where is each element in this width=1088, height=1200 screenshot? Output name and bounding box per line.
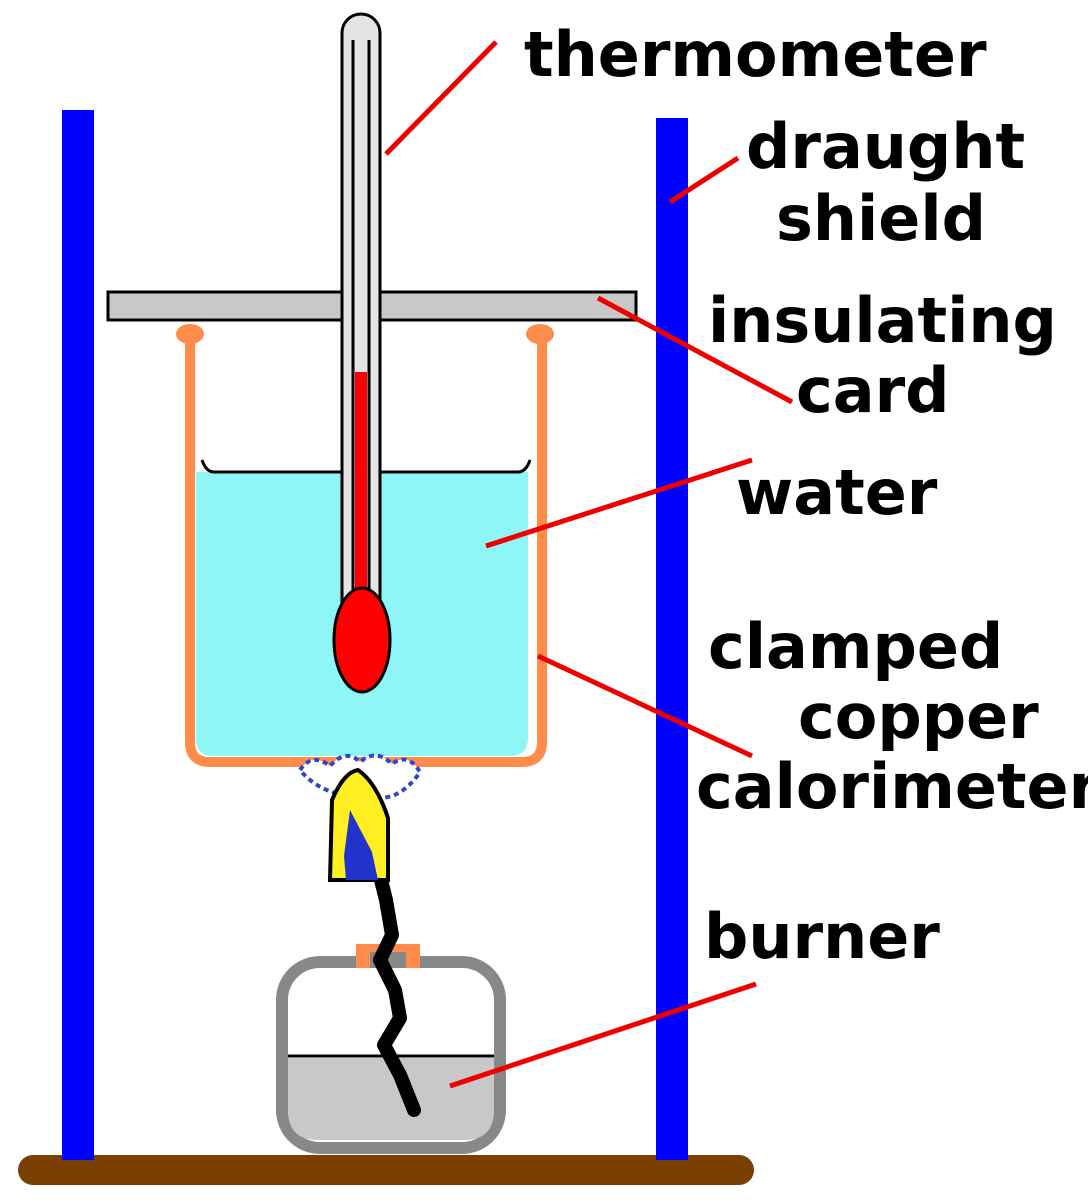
burner-wick: [371, 861, 421, 1117]
leader-burner: [449, 981, 757, 1089]
thermometer-fluid: [355, 372, 367, 612]
draught-shield-left: [62, 110, 94, 1160]
leader-draught-shield: [668, 155, 740, 205]
label-thermometer: thermometer: [524, 18, 987, 91]
thermometer: [332, 12, 392, 694]
calorimeter-rim-left: [176, 324, 204, 344]
leader-calorimeter: [536, 653, 754, 759]
leader-thermometer: [384, 40, 498, 156]
label-water: water: [736, 456, 938, 529]
label-card: card: [796, 354, 950, 427]
calorimeter-rim-right: [526, 324, 554, 344]
flame: [297, 753, 423, 882]
burner: [276, 861, 506, 1154]
base-board: [18, 1155, 754, 1185]
label-draught: draught: [746, 110, 1025, 183]
label-clamped: clamped: [708, 610, 1003, 683]
label-copper: copper: [798, 680, 1039, 753]
leader-water: [485, 457, 753, 549]
label-calorimeter: calorimeter: [696, 750, 1088, 823]
label-burner: burner: [704, 900, 940, 973]
label-shield: shield: [776, 182, 986, 255]
burner-fuel: [288, 1058, 494, 1140]
thermometer-bulb: [332, 586, 392, 694]
draught-shield-right: [656, 118, 688, 1160]
leader-insulating-card: [596, 295, 794, 405]
label-insulating: insulating: [708, 284, 1057, 357]
